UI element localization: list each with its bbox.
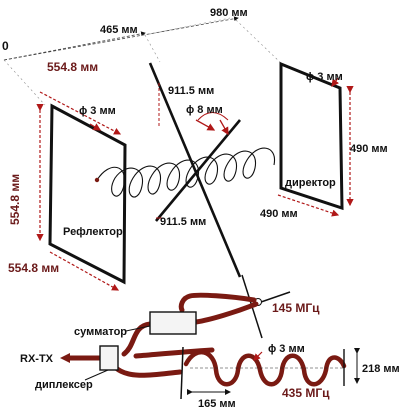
dist-980-label: 980 мм xyxy=(210,7,248,19)
reflector-label: Рефлектор xyxy=(63,226,123,238)
freq-435-label: 435 МГц xyxy=(282,386,330,400)
director-label: директор xyxy=(285,177,336,189)
combiner-label: сумматор xyxy=(74,326,127,338)
diplexer-pointer xyxy=(84,369,109,381)
combiner-pointer xyxy=(125,325,151,332)
boom-distance-lines xyxy=(3,16,283,106)
rxtx-label: RX-TX xyxy=(20,353,54,365)
reflector-wire-arrow xyxy=(89,123,102,131)
rxtx-arrow xyxy=(60,353,70,363)
helix435-reflector xyxy=(180,346,184,400)
director-side-dim-label: 490 мм xyxy=(350,143,388,155)
dipole-top-dim-label: 911.5 мм xyxy=(168,85,214,97)
reflector-loop xyxy=(48,103,127,285)
diplexer-box xyxy=(99,345,119,371)
director-loop xyxy=(279,61,344,211)
reflector-top-dim xyxy=(39,91,122,135)
helix435-height-label: 218 мм xyxy=(362,363,400,375)
helix435-wire-arrow xyxy=(253,351,263,361)
director-wire-arrow xyxy=(331,77,340,88)
combiner-box xyxy=(149,311,197,335)
dipole-wire-label: ϕ 8 мм xyxy=(186,104,223,116)
helix-end xyxy=(94,177,100,183)
helix435-wire-label: ϕ 3 мм xyxy=(268,343,305,355)
reflector-wire-label: ϕ 3 мм xyxy=(79,105,116,117)
director-wire-label: ϕ 3 мм xyxy=(306,71,343,83)
origin-label: 0 xyxy=(2,39,9,53)
coax-cables xyxy=(65,292,259,378)
freq-145-label: 145 МГц xyxy=(272,301,320,315)
axial-helix xyxy=(96,147,275,198)
dist-465-label: 465 мм xyxy=(100,24,138,36)
director-bottom-dim xyxy=(277,194,340,217)
helix435-coil xyxy=(183,350,347,387)
reflector-left-dim-label: 554.8 мм xyxy=(8,174,22,225)
reflector-bottom-dim xyxy=(49,251,120,291)
helix435-pitch-label: 165 мм xyxy=(198,398,236,410)
dipole-bottom-dim-label: 911.5 мм xyxy=(160,216,206,228)
reflector-top-dim-label: 554.8 мм xyxy=(47,60,98,74)
director-bottom-dim-label: 490 мм xyxy=(260,208,298,220)
diplexer-label: диплексер xyxy=(35,379,93,391)
reflector-bottom-dim-label: 554.8 мм xyxy=(8,261,59,275)
